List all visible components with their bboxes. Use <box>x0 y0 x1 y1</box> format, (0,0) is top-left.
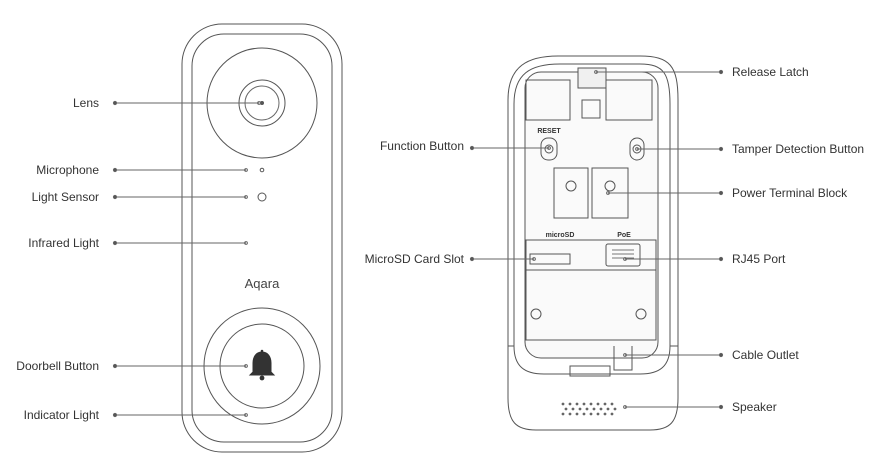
microphone-hole <box>259 167 265 173</box>
bell-icon <box>248 349 276 381</box>
back-device-body <box>507 55 679 431</box>
label-indicator-light: Indicator Light <box>23 408 99 422</box>
label-function-button: Function Button <box>379 139 464 153</box>
label-tamper-detection-button: Tamper Detection Button <box>732 142 865 156</box>
microsd-text: microSD <box>546 232 575 239</box>
cable-outlet-notch <box>569 346 633 377</box>
label-rj45-port: RJ45 Port <box>732 252 786 266</box>
label-lens: Lens <box>72 96 99 110</box>
top-mount-blocks <box>525 67 653 121</box>
poe-text: PoE <box>617 232 631 239</box>
speaker-grille <box>561 402 617 416</box>
port-area <box>525 239 657 341</box>
label-light-sensor: Light Sensor <box>31 190 99 204</box>
reset-button <box>540 137 558 161</box>
label-doorbell-button: Doorbell Button <box>16 359 99 373</box>
brand-logo-text: Aqara <box>245 276 280 291</box>
label-microphone: Microphone <box>36 163 99 177</box>
label-release-latch: Release Latch <box>732 65 809 79</box>
label-microsd-card-slot: MicroSD Card Slot <box>364 252 464 266</box>
label-power-terminal-block: Power Terminal Block <box>732 186 848 200</box>
front-device-body <box>181 23 343 453</box>
reset-text: RESET <box>537 128 561 135</box>
label-speaker: Speaker <box>732 400 777 414</box>
light-sensor-window <box>257 192 267 202</box>
label-infrared-light: Infrared Light <box>28 236 99 250</box>
label-cable-outlet: Cable Outlet <box>732 348 799 362</box>
